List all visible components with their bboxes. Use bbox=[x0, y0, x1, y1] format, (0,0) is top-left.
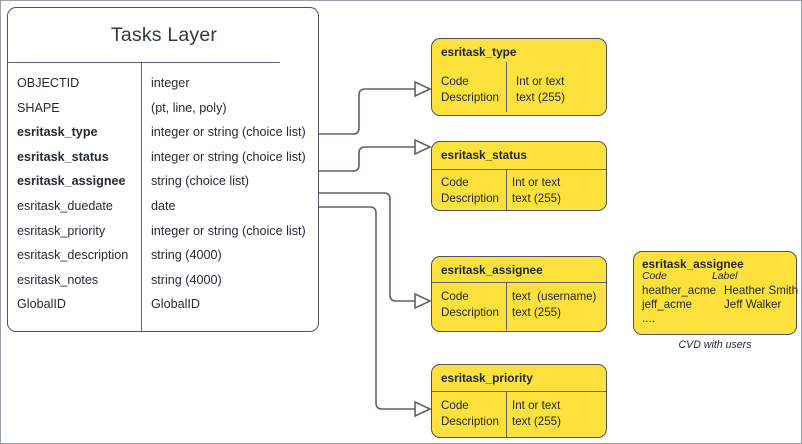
domain-box-esritask-status[interactable]: esritask_status Code Description Int or … bbox=[431, 141, 607, 211]
field-type: GlobalID bbox=[151, 297, 200, 312]
field-name: esritask_status bbox=[17, 149, 109, 164]
field-type: integer or string (choice list) bbox=[151, 149, 306, 164]
table-row[interactable]: GlobalID GlobalID bbox=[8, 297, 320, 322]
field-name: esritask_type bbox=[17, 125, 98, 140]
domain-title-divider bbox=[432, 391, 606, 392]
domain-title: esritask_type bbox=[441, 45, 517, 59]
field-type: string (4000) bbox=[151, 248, 222, 263]
field-type: integer or string (choice list) bbox=[151, 223, 306, 238]
field-name: esritask_assignee bbox=[17, 174, 126, 189]
table-row[interactable]: esritask_assignee string (choice list) bbox=[8, 174, 320, 199]
domain-left-column: Code Description bbox=[441, 399, 499, 428]
field-name: esritask_notes bbox=[17, 272, 99, 287]
domain-box-esritask-assignee[interactable]: esritask_assignee Code Description text … bbox=[431, 256, 607, 332]
table-row[interactable]: esritask_duedate date bbox=[8, 199, 320, 224]
page-title: Tasks Layer bbox=[110, 24, 218, 46]
field-name: OBJECTID bbox=[17, 76, 80, 90]
cvd-row-label: Jeff Walker bbox=[724, 298, 782, 311]
cvd-example-box[interactable]: esritask_assignee Code Label heather_acm… bbox=[633, 251, 799, 335]
table-row[interactable]: esritask_notes string (4000) bbox=[8, 273, 320, 298]
domain-column-divider bbox=[506, 391, 507, 437]
domain-right-column: Int or text text (255) bbox=[516, 75, 565, 104]
field-type: string (choice list) bbox=[151, 174, 249, 189]
field-name: esritask_priority bbox=[17, 223, 106, 238]
domain-title-divider bbox=[432, 169, 606, 170]
domain-left-column: Code Description bbox=[441, 290, 499, 319]
domain-title: esritask_status bbox=[441, 148, 527, 162]
domain-title: esritask_priority bbox=[441, 371, 533, 385]
cvd-header-label: Label bbox=[712, 271, 738, 282]
field-name: esritask_description bbox=[17, 248, 129, 263]
table-row[interactable]: esritask_description string (4000) bbox=[8, 248, 320, 273]
domain-column-divider bbox=[506, 282, 507, 330]
arrowhead-assignee bbox=[414, 292, 432, 310]
field-type: integer bbox=[151, 76, 190, 90]
field-list: OBJECTID integer SHAPE (pt, line, poly) … bbox=[8, 62, 320, 322]
cvd-row-label: Heather Smith bbox=[724, 284, 799, 297]
table-row[interactable]: SHAPE (pt, line, poly) bbox=[8, 101, 320, 126]
domain-right-column: text (username) text (255) bbox=[512, 290, 597, 319]
connector-priority bbox=[319, 206, 415, 410]
table-row[interactable]: esritask_type integer or string (choice … bbox=[8, 125, 320, 150]
cvd-row-code: jeff_acme bbox=[642, 298, 693, 311]
column-divider bbox=[141, 63, 142, 332]
field-type: (pt, line, poly) bbox=[151, 100, 227, 115]
tasks-layer-entity[interactable]: Tasks Layer OBJECTID integer SHAPE (pt, … bbox=[7, 7, 319, 332]
table-row[interactable]: esritask_status integer or string (choic… bbox=[8, 150, 320, 175]
domain-title-divider bbox=[432, 282, 606, 283]
table-row[interactable]: esritask_priority integer or string (cho… bbox=[8, 224, 320, 249]
domain-left-column: Code Description bbox=[441, 75, 499, 104]
cvd-row-code: heather_acme bbox=[642, 284, 717, 297]
domain-box-esritask-type[interactable]: esritask_type Code Description Int or te… bbox=[431, 38, 607, 116]
table-row[interactable]: OBJECTID integer bbox=[8, 76, 320, 101]
cvd-caption: CVD with users bbox=[678, 339, 752, 351]
domain-title: esritask_assignee bbox=[441, 263, 543, 277]
arrowhead-status bbox=[414, 138, 432, 156]
title-divider bbox=[8, 62, 280, 63]
domain-box-esritask-priority[interactable]: esritask_priority Code Description Int o… bbox=[431, 364, 607, 438]
field-type: string (4000) bbox=[151, 272, 222, 287]
cvd-header-code: Code bbox=[642, 271, 667, 282]
domain-column-divider bbox=[506, 62, 507, 112]
domain-left-column: Code Description bbox=[441, 176, 499, 205]
cvd-title: esritask_assignee bbox=[642, 257, 744, 271]
field-list-spacer bbox=[8, 62, 320, 76]
field-name: SHAPE bbox=[17, 100, 60, 115]
connector-type bbox=[319, 88, 415, 135]
field-name: GlobalID bbox=[17, 297, 66, 312]
field-type: date bbox=[151, 198, 176, 213]
domain-right-column: Int or text text (255) bbox=[512, 399, 561, 428]
cvd-ellipsis: .... bbox=[642, 312, 655, 325]
field-name: esritask_duedate bbox=[17, 198, 113, 213]
arrowhead-type bbox=[414, 80, 432, 98]
domain-column-divider bbox=[506, 169, 507, 210]
domain-right-column: Int or text text (255) bbox=[512, 176, 561, 205]
arrowhead-priority bbox=[414, 400, 432, 418]
connector-assignee bbox=[319, 192, 415, 302]
connector-status bbox=[319, 146, 415, 172]
field-type: integer or string (choice list) bbox=[151, 125, 306, 140]
